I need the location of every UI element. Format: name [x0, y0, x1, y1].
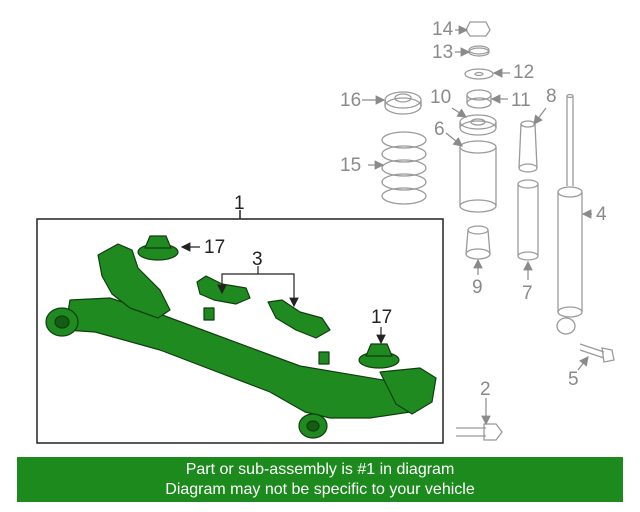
callout-7: 7: [522, 283, 533, 304]
banner-line-2: Diagram may not be specific to your vehi…: [165, 481, 475, 498]
callout-5: 5: [568, 369, 579, 390]
callout-4: 4: [596, 204, 607, 225]
callout-17-left: 17: [204, 237, 226, 258]
callout-17-right: 17: [371, 307, 393, 328]
callout-16: 16: [340, 90, 362, 111]
leaders-grey: [362, 25, 592, 426]
banner-line-1: Part or sub-assembly is #1 in diagram: [185, 461, 455, 478]
callout-1: 1: [234, 193, 245, 214]
callout-14: 14: [432, 19, 454, 40]
callout-10: 10: [430, 87, 452, 108]
rear-axle-beam: [45, 235, 437, 439]
callout-3: 3: [252, 249, 263, 270]
callout-6: 6: [434, 119, 445, 140]
callout-11: 11: [511, 90, 531, 111]
callout-13: 13: [432, 42, 454, 63]
leaders-dark: [180, 242, 386, 345]
callout-9: 9: [472, 277, 483, 298]
callout-15: 15: [340, 155, 362, 176]
callout-8: 8: [546, 86, 557, 107]
callout-12: 12: [513, 62, 535, 83]
callout-2: 2: [480, 379, 491, 400]
info-banner: Part or sub-assembly is #1 in diagram Di…: [17, 457, 623, 502]
